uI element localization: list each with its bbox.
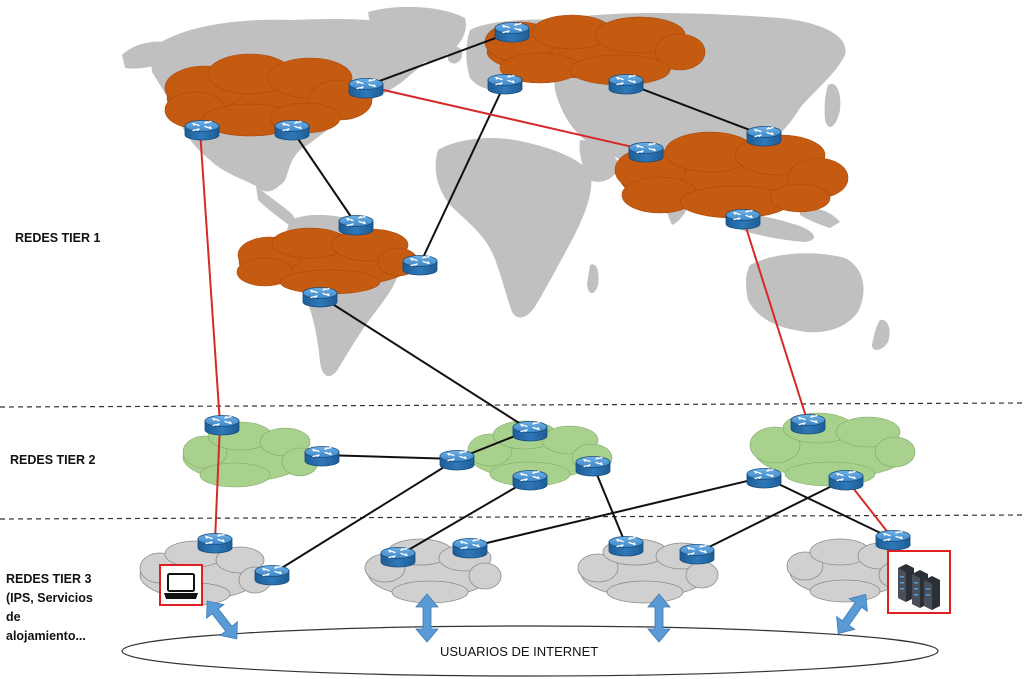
tier3-label-line: REDES TIER 3 [6,572,92,586]
tier1-clouds [164,14,849,295]
tier2-cloud-left [182,421,319,488]
router-icon [494,21,530,43]
tier3-label: REDES TIER 3 (IPS, Servicios de alojamie… [6,570,116,646]
router-icon [302,286,338,308]
links-red [199,85,894,542]
router-icon [254,564,290,586]
router-icon [746,467,782,489]
tier1-cloud-europe [484,14,706,86]
router-icon [608,73,644,95]
router-icon [452,537,488,559]
tier1-cloud-asia [614,131,849,219]
router-icon [875,529,911,551]
tier3-label-line: de [6,610,21,624]
router-icon [348,77,384,99]
router-icon [338,214,374,236]
tier3-label-line: (IPS, Servicios [6,591,93,605]
router-icon [512,469,548,491]
tier2-cloud-right [749,412,916,487]
tier2-label: REDES TIER 2 [10,453,96,467]
router-icon [380,546,416,568]
tier-separator-1 [0,402,1024,408]
internet-users-ellipse [121,625,939,677]
tier1-cloud-north-america [164,53,373,137]
router-icon [679,543,715,565]
router-icon [790,413,826,435]
internet-users-label: USUARIOS DE INTERNET [440,644,599,659]
router-icon [746,125,782,147]
tier-separator-2 [0,514,1024,520]
router-icon [204,414,240,436]
router-icon [575,455,611,477]
tier1-cloud-south-america [236,227,419,295]
router-icon [725,208,761,230]
tier3-label-line: alojamiento... [6,629,86,643]
router-icon [512,420,548,442]
laptop-icon [159,564,203,606]
router-icon [608,535,644,557]
router-icon [439,449,475,471]
router-icon [274,119,310,141]
server-rack-icon [887,550,951,614]
router-icon [197,532,233,554]
router-icon [828,469,864,491]
router-icon [402,254,438,276]
router-icon [628,141,664,163]
router-icon [184,119,220,141]
router-icon [487,73,523,95]
tier1-label: REDES TIER 1 [15,231,101,245]
router-icon [304,445,340,467]
